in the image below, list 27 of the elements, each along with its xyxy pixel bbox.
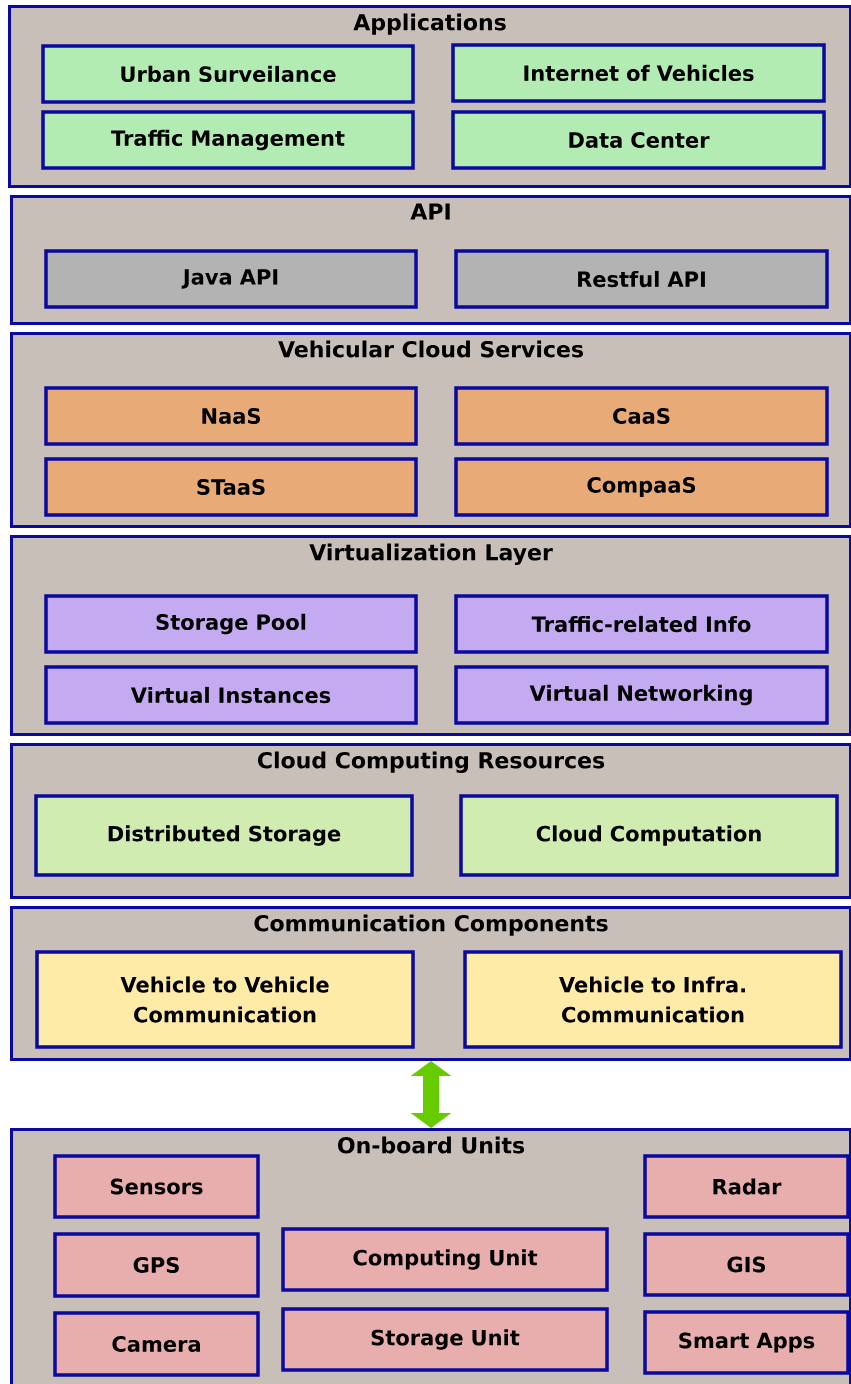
component-box: Distributed Storage	[34, 794, 414, 877]
component-box: Internet of Vehicles	[451, 43, 826, 103]
component-box: Virtual Instances	[44, 665, 418, 725]
component-box: STaaS	[44, 457, 418, 517]
component-box: Storage Unit	[281, 1307, 609, 1372]
component-box: Java API	[44, 249, 418, 309]
component-box: Vehicle to Infra. Communication	[463, 950, 843, 1049]
component-box: Data Center	[451, 110, 826, 170]
component-box: CaaS	[454, 386, 829, 446]
component-box: Restful API	[454, 249, 829, 309]
component-box: NaaS	[44, 386, 418, 446]
component-box: Radar	[643, 1154, 850, 1219]
component-box: Smart Apps	[643, 1310, 850, 1375]
component-box: Sensors	[53, 1154, 260, 1219]
component-box: GPS	[53, 1232, 260, 1298]
component-box: Camera	[53, 1311, 260, 1377]
component-box: Vehicle to Vehicle Communication	[35, 950, 415, 1049]
component-box: Virtual Networking	[454, 665, 829, 725]
component-box: CompaaS	[454, 457, 829, 517]
component-box: Cloud Computation	[459, 794, 839, 877]
component-box: Computing Unit	[281, 1227, 609, 1292]
component-box: Urban Surveilance	[41, 44, 415, 104]
component-box: Storage Pool	[44, 594, 418, 654]
component-box: Traffic Management	[41, 110, 415, 170]
component-box: Traffic-related Info	[454, 594, 829, 654]
double-arrow	[410, 1061, 452, 1128]
component-box: GIS	[643, 1232, 850, 1297]
